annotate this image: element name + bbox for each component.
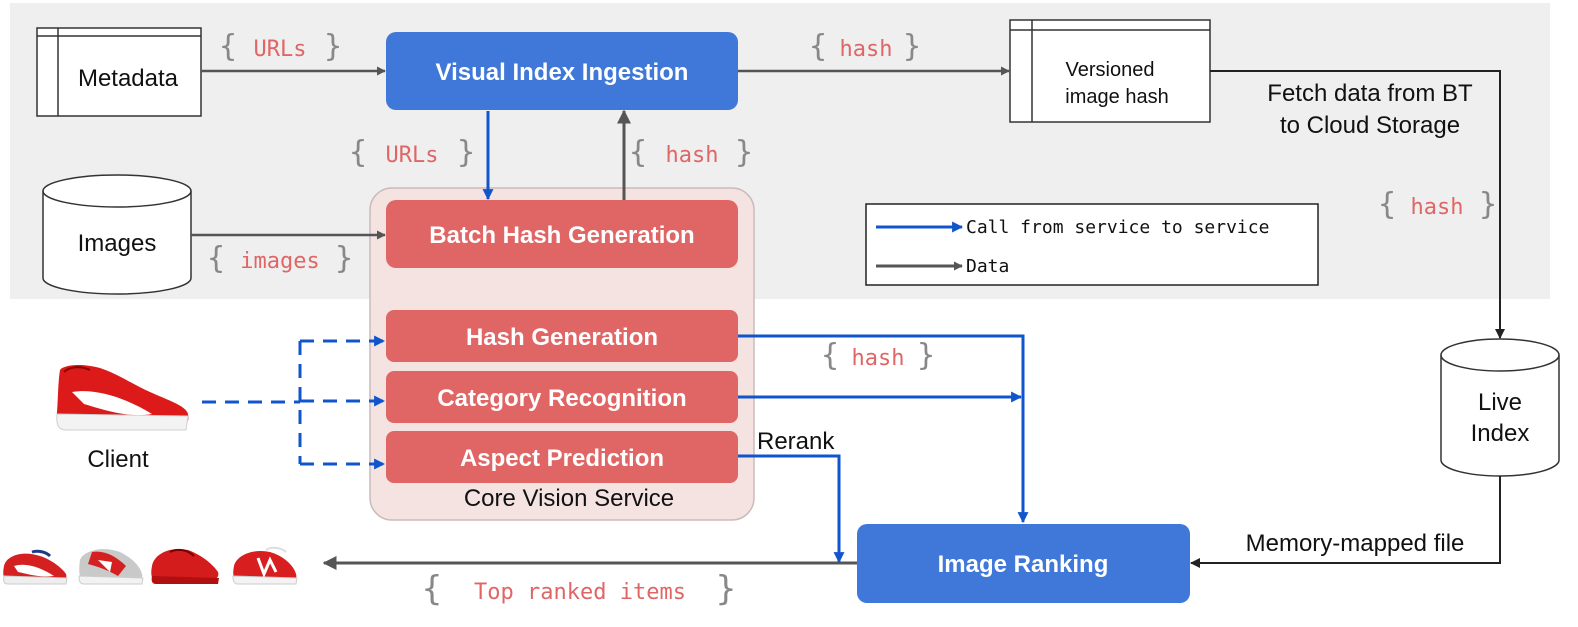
svg-text:hash: hash [666,143,719,168]
arrow-live-index-to-image-ranking [1190,476,1501,568]
label-images: { images } [206,241,353,276]
client-label: Client [87,446,149,473]
image-ranking-label: Image Ranking [938,551,1109,578]
result-shoe-icon-3 [151,548,219,584]
versioned-hash-label-line1: Versioned [1066,59,1155,81]
label-fetch-line2: to Cloud Storage [1280,112,1460,139]
visual-index-ingestion-label: Visual Index Ingestion [436,59,689,86]
arrow-hash-generation-to-ranking [738,334,1029,524]
legend-service-call-label: Call from service to service [966,217,1269,238]
svg-text:images: images [240,249,319,274]
category-recognition-box [386,371,738,423]
svg-text:}: } [1478,187,1497,222]
image-ranking-box [857,524,1190,603]
label-hash-to-live-index: { hash } [1377,187,1497,222]
label-memory-mapped-file: Memory-mapped file [1246,530,1465,557]
label-urls-to-batch: { URLs } [348,135,475,170]
label-fetch-line1: Fetch data from BT [1267,80,1473,107]
svg-text:{: { [348,135,367,170]
category-recognition-label: Category Recognition [437,385,686,412]
legend: Call from service to service Data [865,203,1319,286]
svg-text:{: { [808,29,827,64]
svg-text:}: } [916,338,935,373]
svg-text:hash: hash [1411,195,1464,220]
client-shoe-icon [56,364,189,431]
live-index-label-line2: Index [1471,420,1530,447]
batch-hash-generation-box [386,200,738,268]
svg-text:{: { [628,135,647,170]
client-dashed-calls [202,335,386,470]
versioned-image-hash-table: Versioned image hash [1009,19,1211,123]
svg-text:{: { [206,241,225,276]
hash-generation-label: Hash Generation [466,324,658,351]
svg-text:}: } [334,241,353,276]
hash-generation-box [386,310,738,362]
svg-text:}: } [734,135,753,170]
legend-data-label: Data [966,256,1009,277]
live-index-label-line1: Live [1478,389,1522,416]
result-shoe-icon-1 [3,549,68,585]
arrow-aspect-to-ranking [738,454,845,564]
batch-hash-generation-label: Batch Hash Generation [429,222,694,249]
svg-text:{: { [218,29,237,64]
result-shoe-icon-4 [232,546,298,585]
core-vision-service-label: Core Vision Service [464,485,674,512]
svg-text:}: } [323,29,342,64]
ranked-results-shoes [3,546,298,585]
versioned-hash-label-line2: image hash [1065,86,1168,108]
svg-text:{: { [421,569,443,609]
label-hash-to-ingestion: { hash } [628,135,753,170]
svg-text:hash: hash [852,346,905,371]
images-database: Images [42,174,192,295]
svg-text:}: } [902,29,921,64]
aspect-prediction-box [386,431,738,483]
svg-text:{: { [820,338,839,373]
result-shoe-icon-2 [78,549,144,585]
label-hash-to-ranking: { hash } [820,338,935,373]
svg-text:{: { [1377,187,1396,222]
metadata-label: Metadata [78,65,179,92]
svg-text:Top ranked items: Top ranked items [474,580,686,605]
live-index-database: Live Index [1440,338,1560,477]
svg-text:hash: hash [840,37,893,62]
arrow-versioned-hash-to-live-index [1210,70,1505,339]
label-urls-metadata: { URLs } [218,29,342,64]
svg-text:URLs: URLs [386,143,439,168]
svg-text:}: } [456,135,475,170]
svg-text:}: } [715,569,737,609]
visual-index-ingestion-box [386,32,738,110]
svg-text:URLs: URLs [254,37,307,62]
label-rerank: Rerank [757,428,835,455]
label-hash-to-versioned: { hash } [808,29,921,64]
images-label: Images [78,230,157,257]
label-top-ranked-items: { Top ranked items } [421,569,737,609]
aspect-prediction-label: Aspect Prediction [460,445,664,472]
metadata-table: Metadata [36,27,202,117]
